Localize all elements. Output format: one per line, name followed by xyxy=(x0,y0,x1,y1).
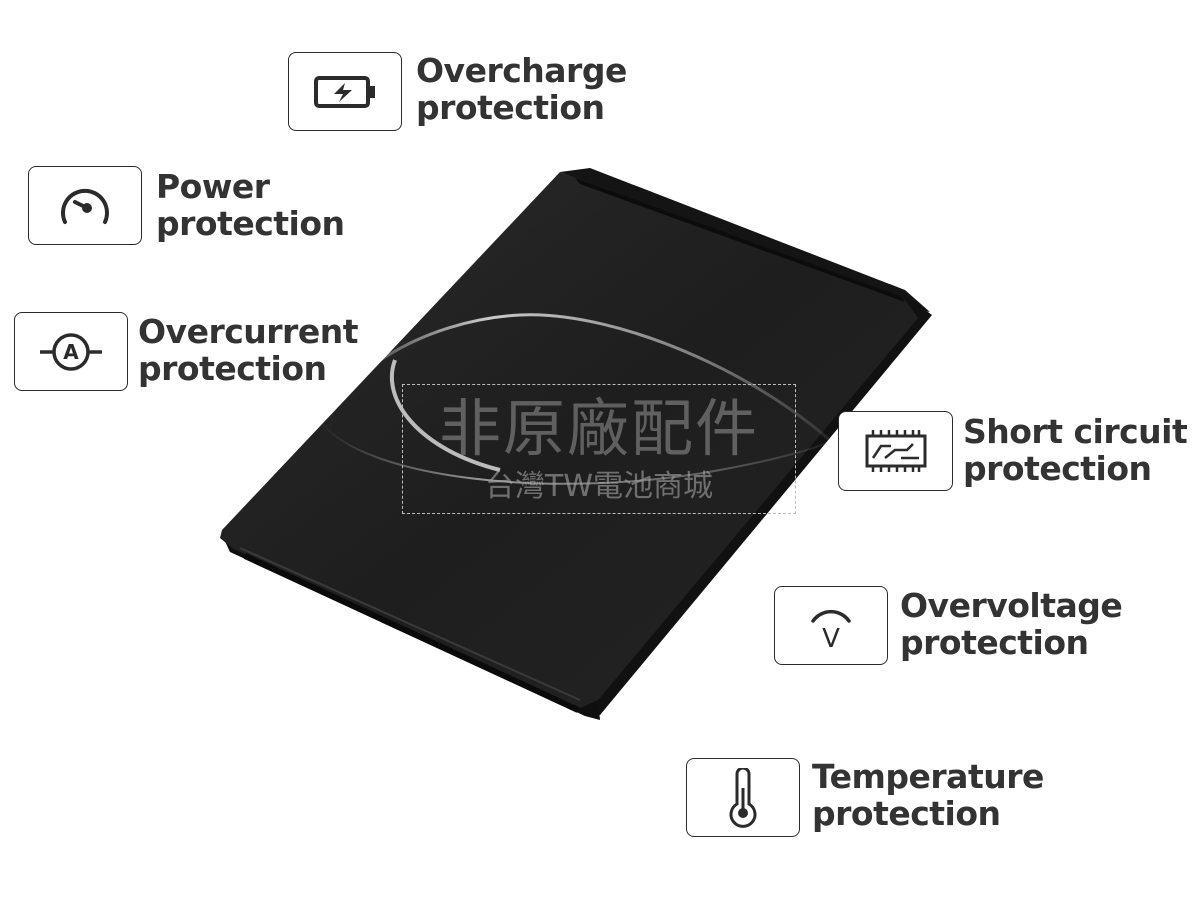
circuit-board-icon xyxy=(838,411,953,491)
svg-text:V: V xyxy=(822,624,840,653)
ammeter-icon: A xyxy=(14,312,128,391)
feature-label: Overcharge protection xyxy=(416,52,627,126)
feature-subtitle: protection xyxy=(416,88,605,127)
feature-subtitle: protection xyxy=(900,623,1089,662)
voltmeter-icon: V xyxy=(774,586,888,665)
feature-subtitle: protection xyxy=(963,449,1152,488)
feature-title: Temperature xyxy=(812,757,1044,796)
watermark-title: 非原廠配件 xyxy=(438,392,759,465)
feature-title: Short circuit xyxy=(963,412,1188,451)
feature-title: Power xyxy=(156,167,270,206)
feature-subtitle: protection xyxy=(812,794,1001,833)
feature-label: Temperature protection xyxy=(812,758,1044,832)
feature-label: Short circuit protection xyxy=(963,412,1188,488)
watermark: 非原廠配件 台灣TW電池商城 xyxy=(402,384,796,514)
feature-title: Overvoltage xyxy=(900,586,1123,625)
battery-charge-icon xyxy=(288,52,402,131)
power-gauge-icon xyxy=(28,166,142,245)
feature-label: Power protection xyxy=(156,168,345,242)
feature-subtitle: protection xyxy=(156,204,345,243)
feature-title: Overcharge xyxy=(416,51,627,90)
svg-text:A: A xyxy=(63,340,79,364)
feature-title: Overcurrent xyxy=(138,312,358,351)
thermometer-icon xyxy=(686,758,800,837)
feature-label: Overcurrent protection xyxy=(138,313,358,387)
feature-label: Overvoltage protection xyxy=(900,586,1123,662)
watermark-subtitle: 台灣TW電池商城 xyxy=(485,469,713,504)
feature-subtitle: protection xyxy=(138,349,327,388)
